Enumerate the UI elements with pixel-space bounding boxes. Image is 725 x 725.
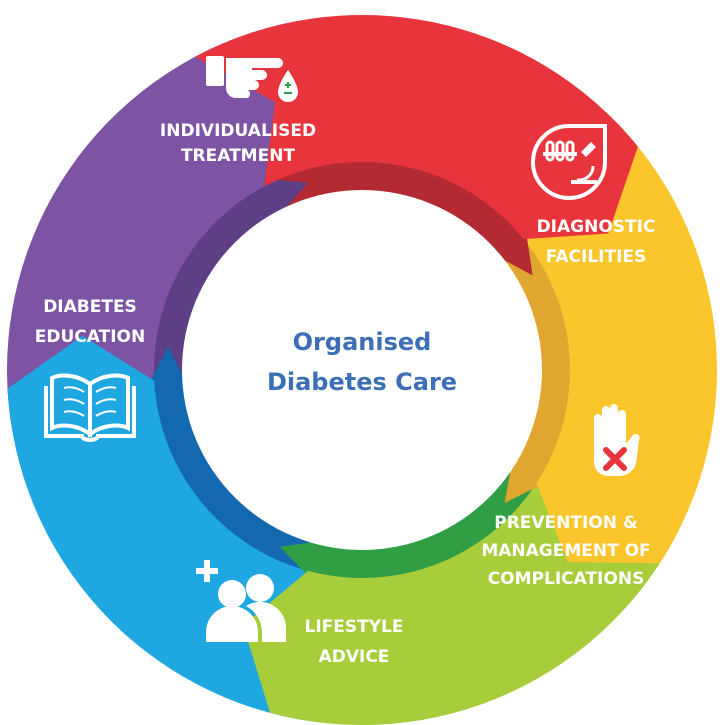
label-individualised-treatment: INDIVIDUALISED TREATMENT <box>160 121 316 166</box>
microscope-icon <box>531 124 607 200</box>
label-line: INDIVIDUALISED <box>160 121 316 141</box>
label-line: DIABETES <box>43 297 137 317</box>
label-line: ADVICE <box>319 647 390 667</box>
segment-shade <box>490 222 575 503</box>
segment-shade <box>150 346 332 579</box>
people-plus-icon <box>196 560 287 642</box>
open-book-icon <box>44 373 136 442</box>
segment-individualised-treatment <box>195 15 638 276</box>
label-line: LIFESTYLE <box>305 617 404 637</box>
center-title-line-1: Organised <box>293 328 432 356</box>
label-diabetes-education: DIABETES EDUCATION <box>35 297 145 347</box>
segment-shade <box>279 453 550 583</box>
label-line: DIAGNOSTIC <box>537 217 656 237</box>
label-line: TREATMENT <box>181 146 295 166</box>
label-line: PREVENTION & <box>494 513 638 533</box>
segment-arrow <box>7 38 309 432</box>
label-line: EDUCATION <box>35 327 145 347</box>
label-diagnostic-facilities: DIAGNOSTIC FACILITIES <box>537 217 656 267</box>
center-title-line-2: Diabetes Care <box>267 368 457 396</box>
label-prevention-management: PREVENTION & MANAGEMENT OF COMPLICATIONS <box>481 513 650 589</box>
label-lifestyle-advice: LIFESTYLE ADVICE <box>305 617 404 667</box>
pointing-hand-drop-icon <box>206 56 298 102</box>
label-line: MANAGEMENT OF <box>481 541 650 561</box>
center-circle <box>182 190 542 550</box>
label-line: COMPLICATIONS <box>488 569 645 589</box>
hand-cross-icon <box>594 404 640 476</box>
label-line: FACILITIES <box>546 247 647 267</box>
segment-arrow <box>195 15 638 240</box>
